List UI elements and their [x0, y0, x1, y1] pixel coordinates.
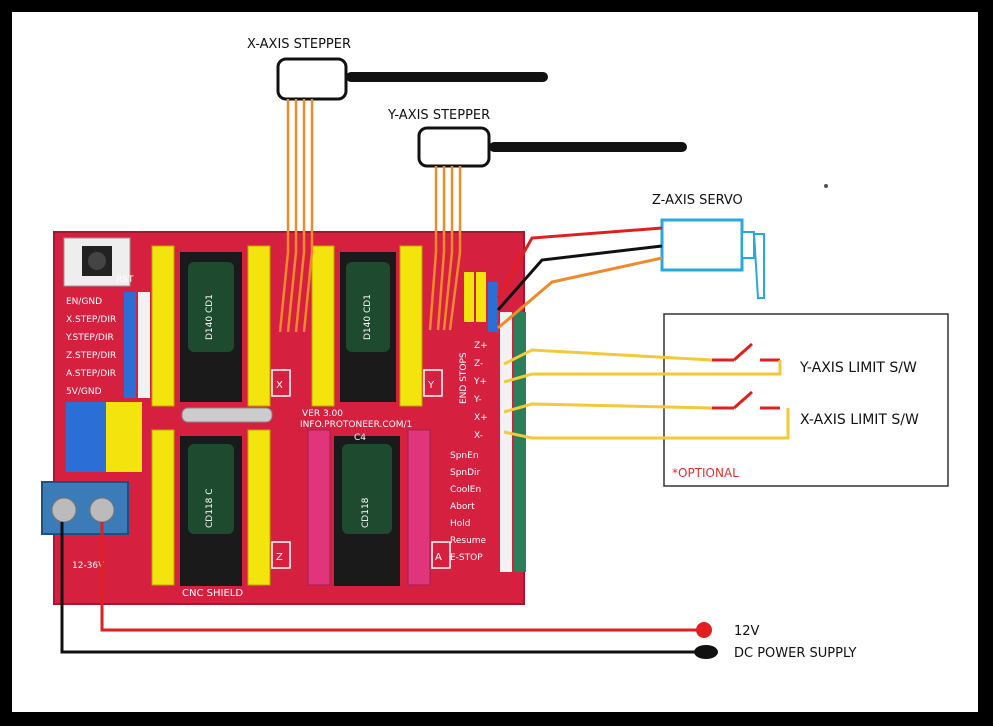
endstop-pin-label-2: Y+	[473, 377, 487, 387]
board-version: VER 3.00	[302, 409, 343, 419]
left-pin-label-5: 5V/GND	[66, 387, 102, 397]
optional-limit-box	[663, 313, 949, 487]
x-stepper-motor	[276, 57, 548, 101]
wiring-diagram: X-AXIS STEPPER Y-AXIS STEPPER Z-AXIS SER…	[41, 37, 949, 661]
cap-label-4: CD118	[361, 497, 371, 528]
y-stepper-wires	[428, 166, 462, 331]
board-name: CNC SHIELD	[182, 588, 243, 599]
y-limit-switch	[712, 342, 780, 362]
endstop-pin-label-1: Z-	[474, 359, 483, 369]
optional-note: *OPTIONAL	[672, 466, 739, 480]
endstop-pin-label-4: X+	[474, 413, 488, 423]
z-servo	[660, 218, 765, 299]
endstop-pin-label-3: Y-	[473, 395, 482, 405]
cap-label-3: CD118 C	[205, 488, 215, 528]
control-pin-label-6: E-STOP	[450, 553, 483, 563]
endstop-pin-label-5: X-	[474, 431, 483, 441]
x-stepper-label: X-AXIS STEPPER	[247, 37, 351, 52]
cap-label-2: D140 CD1	[363, 294, 373, 340]
cap-label-1: D140 CD1	[205, 294, 215, 340]
dc-supply-label: DC POWER SUPPLY	[734, 646, 856, 661]
limit-wires	[503, 348, 790, 440]
negative-terminal	[694, 645, 718, 659]
control-pin-label-2: CoolEn	[450, 485, 481, 495]
z-servo-label: Z-AXIS SERVO	[652, 193, 743, 208]
left-pin-label-3: Z.STEP/DIR	[66, 351, 116, 361]
y-stepper-label: Y-AXIS STEPPER	[387, 108, 490, 123]
end-stops-label: END STOPS	[459, 352, 469, 404]
axis-z-label: Z	[276, 552, 283, 563]
axis-a-label: A	[435, 552, 442, 563]
diagram-canvas: X-AXIS STEPPER Y-AXIS STEPPER Z-AXIS SER…	[12, 12, 978, 712]
left-pin-label-1: X.STEP/DIR	[66, 315, 116, 325]
board-url: INFO.PROTONEER.COM/1	[300, 420, 412, 430]
cnc-shield-board: RST EN/GND X.STEP/DIR Y.STEP/DIR Z.STEP/DIR…	[41, 231, 526, 605]
rst-label: RST	[116, 275, 134, 285]
cap-label-c4: C4	[354, 433, 366, 443]
y-stepper-motor	[417, 126, 687, 168]
axis-y-label: Y	[427, 380, 435, 391]
stray-dot	[824, 184, 828, 188]
x-limit-switch	[712, 390, 780, 410]
x-stepper-wires	[278, 99, 314, 333]
control-pin-label-5: Resume	[450, 536, 487, 546]
left-pin-label-0: EN/GND	[66, 297, 102, 307]
left-pin-label-2: Y.STEP/DIR	[65, 333, 114, 343]
left-pin-label-4: A.STEP/DIR	[66, 369, 116, 379]
servo-wires	[496, 226, 663, 330]
v12-label: 12V	[734, 624, 760, 639]
control-pin-label-0: SpnEn	[450, 451, 479, 461]
y-limit-label: Y-AXIS LIMIT S/W	[799, 360, 917, 376]
endstop-pin-label-0: Z+	[474, 341, 488, 351]
control-pin-label-3: Abort	[450, 502, 475, 512]
power-wires	[60, 522, 702, 654]
x-limit-label: X-AXIS LIMIT S/W	[800, 412, 919, 428]
axis-x-label: X	[276, 380, 283, 391]
positive-terminal	[696, 622, 712, 638]
control-pin-label-4: Hold	[450, 519, 471, 529]
voltage-label: 12-36V	[72, 561, 105, 571]
control-pin-label-1: SpnDir	[450, 468, 481, 478]
